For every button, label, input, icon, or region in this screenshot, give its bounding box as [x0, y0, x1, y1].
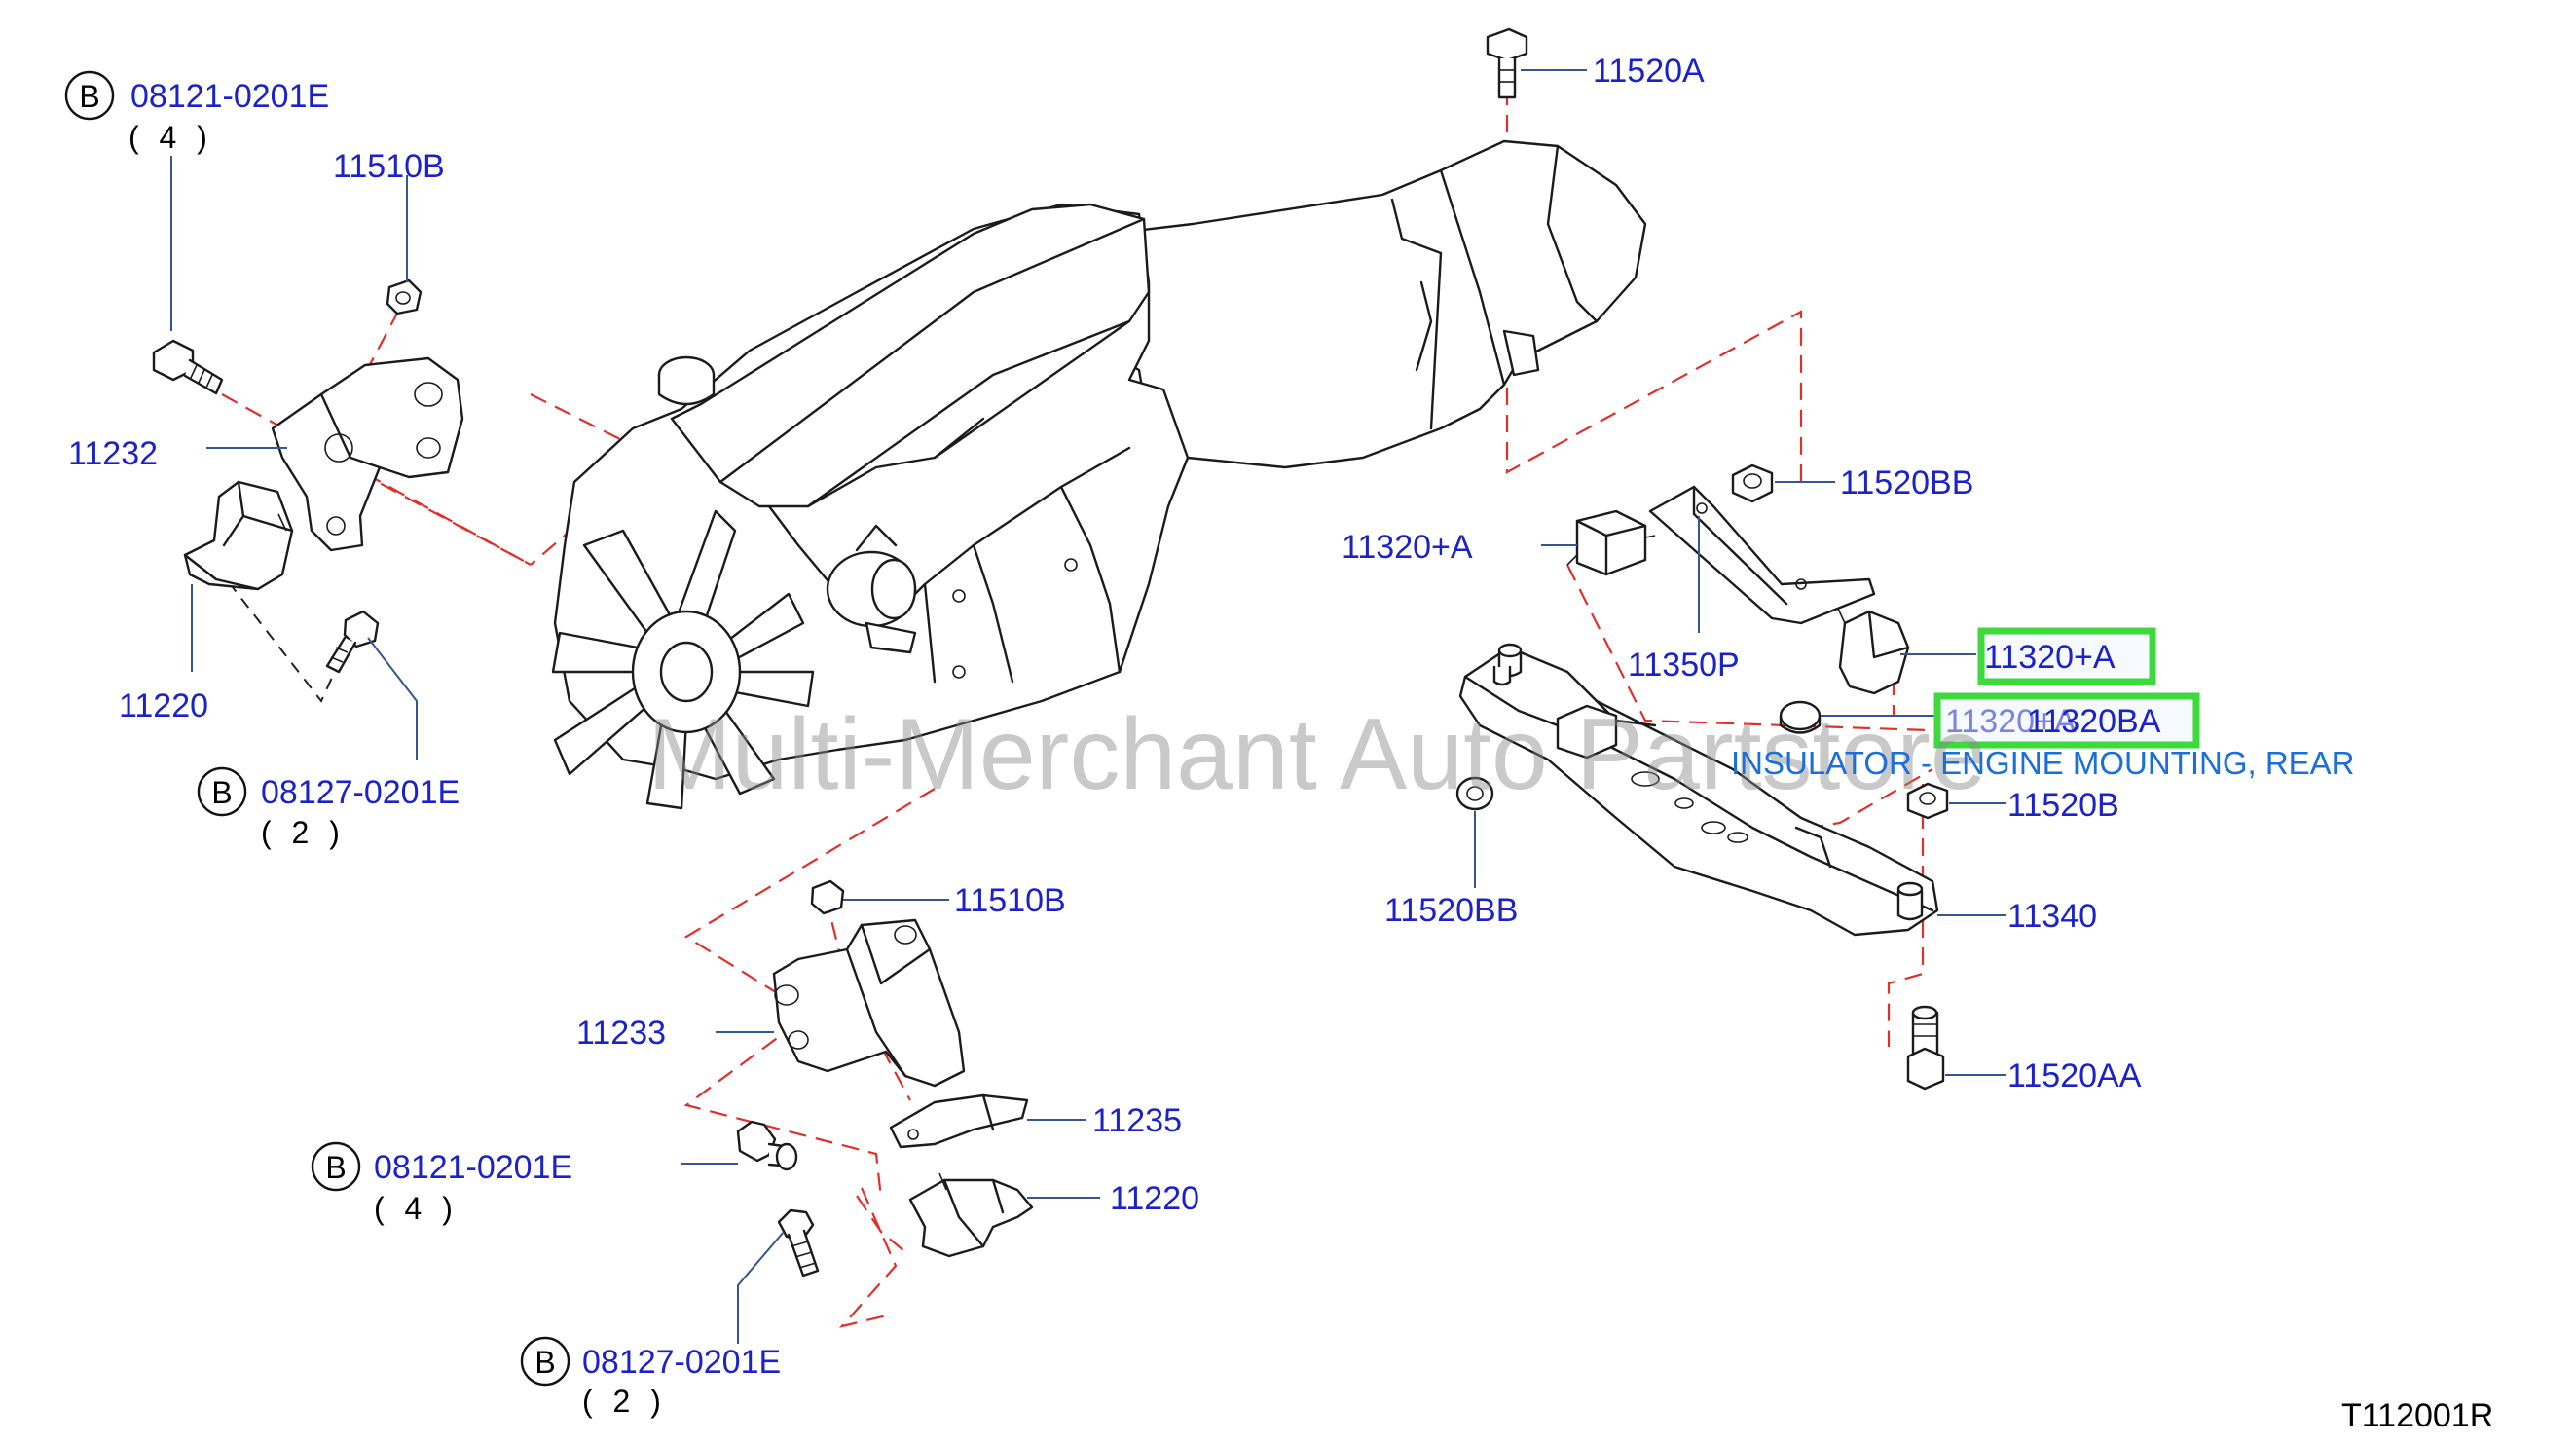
label-08127-left[interactable]: 08127-0201E — [261, 774, 460, 811]
left-bolt-dashed — [228, 581, 347, 703]
label-11510b-bottom[interactable]: 11510B — [954, 882, 1066, 919]
callout-b-top-left: B — [79, 79, 99, 114]
washer-11520bb-lower — [1455, 776, 1494, 811]
label-11340[interactable]: 11340 — [2007, 898, 2097, 935]
label-11235[interactable]: 11235 — [1092, 1102, 1182, 1139]
insulator-11220-left — [183, 480, 294, 591]
nut-11510b-bottom — [810, 879, 845, 915]
bolt-08121-bottom — [736, 1120, 798, 1171]
label-11220-left[interactable]: 11220 — [119, 687, 208, 724]
bracket-11232 — [271, 356, 464, 552]
engine-assembly — [551, 139, 1647, 810]
callout-circles: B B B B — [64, 70, 570, 1387]
label-qty-left: ( 2 ) — [261, 815, 346, 850]
bolt-08127-bottom — [777, 1208, 820, 1278]
nut-11520b — [1906, 782, 1949, 820]
label-11320a-highlight[interactable]: 11320+A — [1984, 639, 2116, 676]
label-11510b-top[interactable]: 11510B — [333, 148, 445, 185]
bolt-08127-left — [325, 610, 380, 674]
label-11520b[interactable]: 11520B — [2007, 787, 2119, 824]
label-qty-top-left: ( 4 ) — [129, 120, 213, 155]
stopper-11235 — [889, 1093, 1029, 1149]
bracket-11233 — [772, 918, 966, 1088]
highlight-box-11320ba[interactable] — [1933, 692, 2200, 749]
tooltip-insulator-rear: INSULATOR - ENGINE MOUNTING, REAR — [1731, 745, 2355, 781]
nut-11510b-top — [386, 278, 423, 315]
bolt-08121-top — [152, 339, 224, 395]
part-labels: 08121-0201E ( 4 ) 11510B 11232 11220 081… — [68, 53, 2355, 1419]
label-11520a[interactable]: 11520A — [1593, 53, 1705, 90]
left-mount-assembly — [152, 278, 464, 591]
label-08121-bottom[interactable]: 08121-0201E — [374, 1149, 572, 1186]
highlight-boxes — [1933, 627, 2200, 749]
callout-b-left: B — [211, 775, 232, 810]
label-08121-top[interactable]: 08121-0201E — [130, 78, 329, 115]
label-qty-bottom-4: ( 4 ) — [374, 1191, 459, 1226]
leader-lines — [170, 69, 2006, 1344]
bolt-11520a — [1486, 27, 1528, 99]
callout-b-bottom-2: B — [534, 1345, 555, 1380]
label-11233[interactable]: 11233 — [576, 1015, 666, 1052]
label-overlap-11320a: 11320+A — [1945, 703, 2077, 740]
label-11320ba-highlight[interactable]: 11320BA — [2027, 703, 2161, 740]
insulator-11220-bottom — [908, 1178, 1034, 1258]
rear-mount-assembly — [1455, 27, 1949, 1091]
nut-11520bb-upper — [1731, 463, 1774, 503]
label-11520aa[interactable]: 11520AA — [2007, 1057, 2142, 1094]
insulator-11320a-upper — [1566, 509, 1656, 576]
label-11350p[interactable]: 11350P — [1628, 647, 1740, 684]
label-11232[interactable]: 11232 — [68, 435, 158, 472]
label-11520bb-upper[interactable]: 11520BB — [1840, 464, 1973, 501]
label-11520bb-lower[interactable]: 11520BB — [1384, 892, 1518, 929]
label-11320a-left[interactable]: 11320+A — [1342, 529, 1473, 566]
label-08127-bottom[interactable]: 08127-0201E — [582, 1344, 781, 1381]
reference-code: T112001R — [2341, 1397, 2493, 1434]
bolt-11520aa — [1906, 1005, 1945, 1091]
highlight-box-11320a[interactable] — [1977, 627, 2156, 685]
fan — [551, 509, 815, 810]
bracket-11350p — [1648, 485, 1876, 625]
callout-b-bottom-4: B — [325, 1150, 346, 1185]
label-qty-bottom-2: ( 2 ) — [582, 1384, 667, 1419]
label-11220-bottom[interactable]: 11220 — [1110, 1180, 1199, 1217]
front-mount-assembly — [736, 879, 1034, 1278]
watermark: Multi-Merchant Auto Partstore — [647, 698, 1987, 811]
